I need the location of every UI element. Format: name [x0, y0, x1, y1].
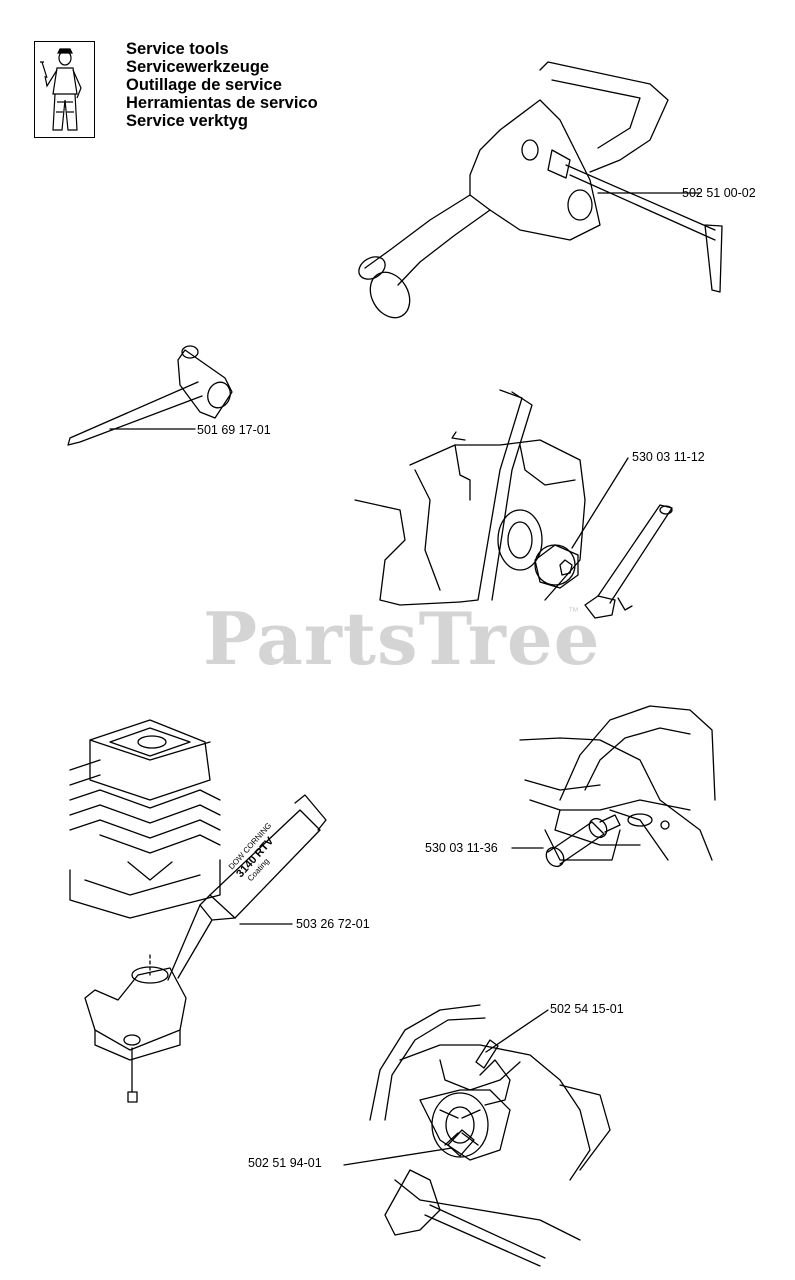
title-french: Outillage de service	[126, 76, 282, 94]
mechanic-icon	[34, 41, 95, 138]
part-number-530-03-11-12: 530 03 11-12	[632, 450, 705, 464]
clutch-tool-icon	[354, 389, 673, 619]
part-number-502-51-94-01: 502 51 94-01	[248, 1156, 322, 1170]
t-handle-tool-icon	[358, 61, 723, 319]
title-swedish: Service verktyg	[126, 112, 249, 130]
header-titles: Service tools Servicewerkzeuge Outillage…	[126, 40, 318, 130]
sealant-tube-icon	[69, 719, 327, 1103]
piston-stop-icon	[511, 705, 716, 868]
watermark: PartsTree	[203, 596, 601, 681]
combination-spanner-icon	[67, 345, 233, 446]
title-german: Servicewerkzeuge	[126, 58, 270, 76]
flywheel-puller-icon	[343, 1004, 611, 1267]
part-number-503-26-72-01: 503 26 72-01	[296, 917, 370, 931]
part-number-530-03-11-36: 530 03 11-36	[425, 841, 498, 855]
watermark-trademark: ™	[568, 606, 579, 618]
part-number-501-69-17-01: 501 69 17-01	[197, 423, 271, 437]
title-english: Service tools	[126, 40, 229, 58]
part-number-502-54-15-01: 502 54 15-01	[550, 1002, 624, 1016]
title-spanish: Herramientas de servico	[126, 94, 318, 112]
part-number-502-51-00-02: 502 51 00-02	[682, 186, 756, 200]
